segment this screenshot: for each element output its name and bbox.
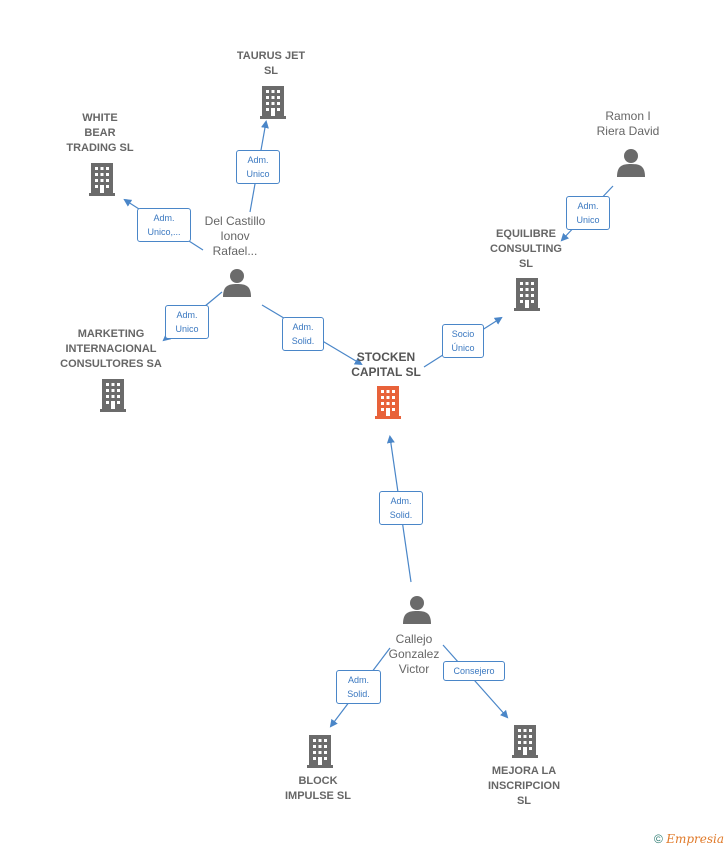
edge-label-socio-unico: Socio Único — [442, 324, 484, 358]
edge-label-adm-unico: Adm. Unico — [236, 150, 280, 184]
building-icon[interactable] — [512, 725, 538, 758]
edge-label-adm-solid: Adm. Solid. — [336, 670, 381, 704]
edge-label-adm-unico: Adm. Unico — [165, 305, 209, 339]
brand-logo[interactable]: Empresia — [666, 832, 724, 846]
node-label-del-castillo[interactable]: Del Castillo Ionov Rafael... — [204, 214, 266, 258]
node-label-taurus-jet[interactable]: TAURUS JET SL — [236, 50, 306, 77]
node-label-callejo-gonzalez[interactable]: Callejo Gonzalez Victor — [388, 632, 440, 676]
node-label-mejora-la-inscripcion[interactable]: MEJORA LA INSCRIPCION SL — [487, 765, 561, 807]
edge-label-adm-solid: Adm. Solid. — [282, 317, 324, 351]
building-icon[interactable] — [260, 86, 286, 119]
edge-label-adm-unico: Adm. Unico — [566, 196, 610, 230]
building-icon[interactable] — [307, 735, 333, 768]
edge-label-consejero: Consejero — [443, 661, 505, 681]
building-icon[interactable] — [375, 386, 401, 419]
copyright-icon: © — [654, 832, 663, 846]
node-label-block-impulse[interactable]: BLOCK IMPULSE SL — [284, 775, 351, 802]
building-icon[interactable] — [100, 379, 126, 412]
person-icon[interactable] — [403, 596, 431, 624]
footer-brand[interactable]: © Empresia — [654, 832, 724, 846]
node-label-stocken-capital[interactable]: STOCKEN CAPITAL SL — [351, 350, 421, 379]
edge-callejo-mejora — [442, 644, 509, 719]
node-label-white-bear-trading[interactable]: WHITE BEAR TRADING SL — [66, 112, 134, 154]
building-icon[interactable] — [89, 163, 115, 196]
person-icon[interactable] — [223, 269, 251, 297]
node-label-ramon-riera[interactable]: Ramon I Riera David — [596, 109, 660, 138]
edge-label-adm-solid: Adm. Solid. — [379, 491, 423, 525]
edge-label-adm-unico: Adm. Unico,... — [137, 208, 191, 242]
person-icon[interactable] — [617, 149, 645, 177]
node-label-equilibre-consulting[interactable]: EQUILIBRE CONSULTING SL — [490, 228, 562, 270]
node-label-marketing-internacional[interactable]: MARKETING INTERNACIONAL CONSULTORES SA — [60, 328, 162, 370]
building-icon[interactable] — [514, 278, 540, 311]
